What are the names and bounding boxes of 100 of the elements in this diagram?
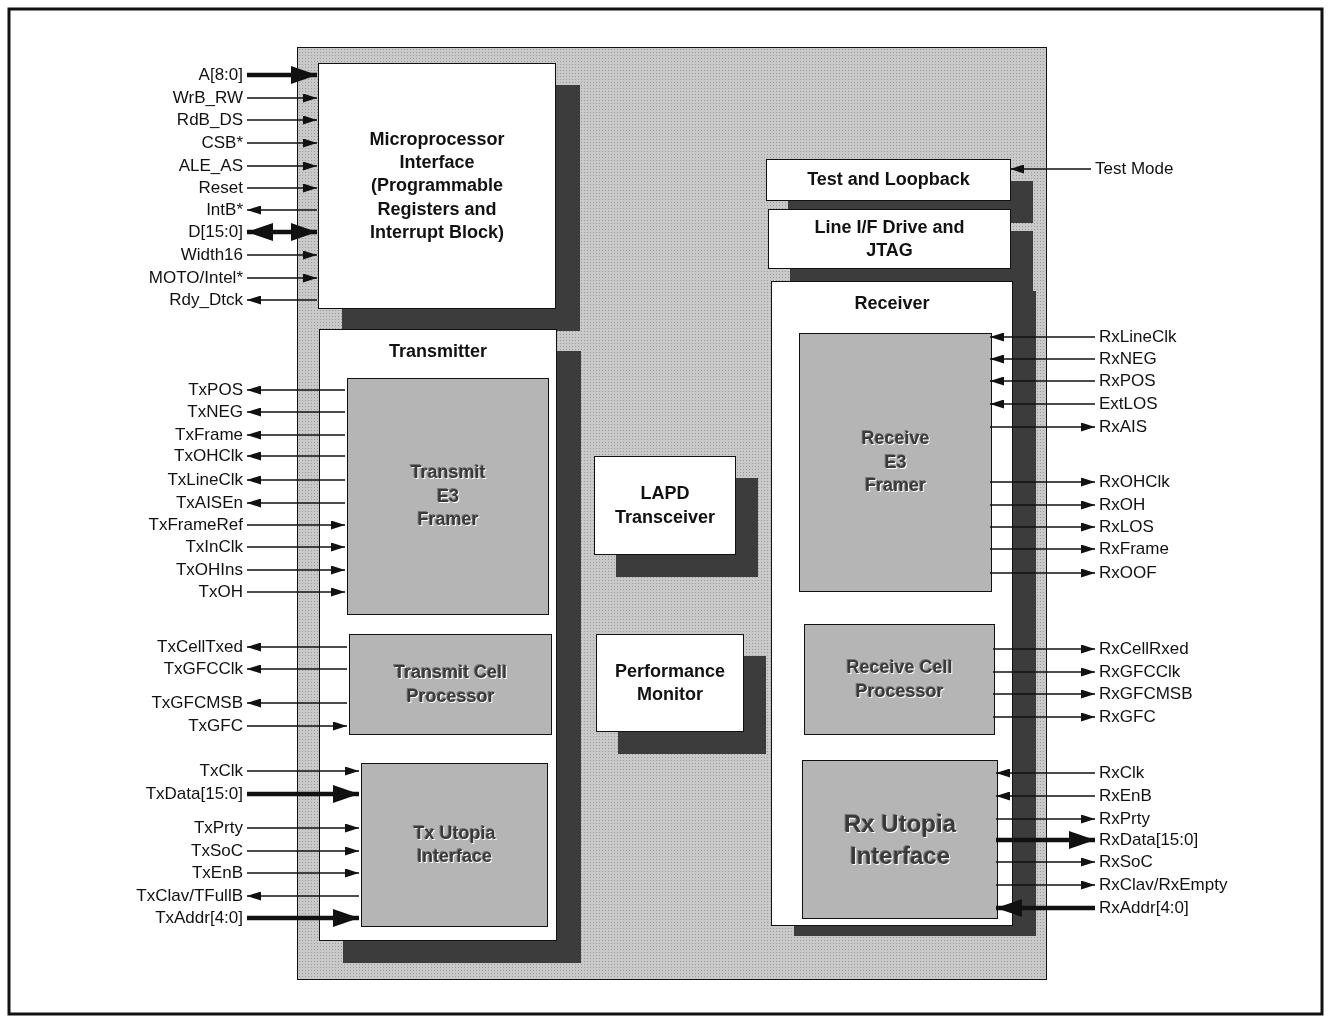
signal-label: RxAddr[4:0] [1099, 898, 1189, 918]
signal-arrow [246, 273, 318, 283]
signal-label: RxPOS [1099, 371, 1156, 391]
signal-label: TxCellTxed [157, 637, 243, 657]
signal-arrow [246, 520, 346, 530]
signal-arrow [246, 93, 318, 103]
signal-arrow [989, 354, 1096, 364]
signal-label: MOTO/Intel* [148, 268, 243, 288]
block-label: Tx Utopia Interface [412, 821, 497, 868]
signal-label: TxPOS [188, 380, 243, 400]
signal-label: TxOHClk [174, 446, 243, 466]
signal-label: WrB_RW [172, 88, 243, 108]
signal-label: RxOH [1099, 495, 1146, 515]
signal-label: TxNEG [187, 402, 243, 422]
signal-label: RxPrty [1099, 809, 1150, 829]
signal-arrow [246, 385, 346, 395]
signal-arrow [246, 183, 318, 193]
block-label: LAPD Transceiver [613, 482, 717, 529]
signal-label: TxGFC [188, 716, 243, 736]
signal-label: ALE_AS [178, 156, 243, 176]
signal-arrow [1009, 164, 1092, 174]
signal-arrow [247, 66, 317, 84]
signal-label: RxClk [1099, 763, 1145, 783]
signal-arrow [989, 422, 1096, 432]
signal-label: TxGFCMSB [151, 693, 243, 713]
signal-label: TxLineClk [167, 470, 243, 490]
block-label: Microprocessor Interface (Programmable Registers and Interrupt Block) [368, 127, 506, 245]
signal-arrow [246, 587, 346, 597]
signal-arrow [246, 664, 348, 674]
function-block [802, 760, 998, 919]
signal-label: RxSoC [1099, 852, 1153, 872]
signal-arrow [992, 644, 1096, 654]
signal-label: TxAISEn [175, 493, 243, 513]
signal-arrow [995, 814, 1096, 824]
signal-label: RxOOF [1099, 563, 1157, 583]
signal-arrow [995, 791, 1096, 801]
signal-arrow [989, 544, 1096, 554]
signal-arrow [989, 568, 1096, 578]
signal-arrow [247, 909, 359, 927]
signal-arrow [989, 399, 1096, 409]
signal-label: TxData[15:0] [145, 784, 243, 804]
signal-label: RxLineClk [1099, 327, 1177, 347]
function-block [347, 378, 549, 615]
block-label: Test and Loopback [806, 168, 971, 192]
signal-label: TxFrame [175, 425, 243, 445]
signal-label: TxEnB [191, 863, 243, 883]
chip-block [297, 47, 1047, 980]
signal-label: TxClav/TFullB [136, 886, 243, 906]
function-block [361, 763, 548, 927]
signal-arrow [247, 223, 317, 241]
signal-label: TxClk [199, 761, 243, 781]
signal-arrow [995, 768, 1096, 778]
signal-arrow [246, 642, 348, 652]
signal-arrow [246, 542, 346, 552]
signal-label: D[15:0] [188, 222, 243, 242]
signal-arrow [995, 880, 1096, 890]
signal-arrow [246, 115, 318, 125]
signal-arrow [246, 161, 318, 171]
signal-label: TxFrameRef [148, 515, 243, 535]
signal-arrow [246, 565, 346, 575]
signal-arrow [989, 376, 1096, 386]
signal-arrow [246, 868, 360, 878]
signal-arrow [246, 205, 318, 215]
signal-label: Test Mode [1095, 159, 1174, 179]
signal-arrow [246, 451, 346, 461]
block-label: Rx Utopia Interface [843, 809, 958, 871]
signal-arrow [989, 332, 1096, 342]
signal-arrow [246, 846, 360, 856]
signal-label: Reset [198, 178, 243, 198]
signal-arrow [989, 522, 1096, 532]
signal-label: RxOHClk [1099, 472, 1170, 492]
signal-label: TxInClk [185, 537, 243, 557]
signal-label: RxEnB [1099, 786, 1152, 806]
signal-arrow [992, 712, 1096, 722]
function-block [804, 624, 995, 735]
signal-label: TxAddr[4:0] [155, 908, 243, 928]
signal-label: RxFrame [1099, 539, 1169, 559]
signal-arrow [995, 857, 1096, 867]
signal-arrow [246, 891, 360, 901]
signal-label: RxClav/RxEmpty [1099, 875, 1228, 895]
signal-label: TxGFCClk [163, 659, 243, 679]
block-label: Transmitter [387, 340, 488, 363]
block-label: Receive E3 Framer [860, 427, 931, 498]
signal-arrow [246, 698, 348, 708]
signal-label: TxSoC [191, 841, 243, 861]
signal-label: Width16 [180, 245, 243, 265]
signal-arrow [246, 475, 346, 485]
signal-arrow [246, 295, 318, 305]
block-label: Transmit Cell Processor [392, 661, 508, 708]
signal-arrow [992, 667, 1096, 677]
signal-label: RxGFCClk [1099, 662, 1181, 682]
signal-label: IntB* [206, 200, 243, 220]
block-label: Transmit E3 Framer [410, 461, 486, 532]
signal-arrow [992, 689, 1096, 699]
signal-label: CSB* [201, 133, 243, 153]
signal-label: Rdy_Dtck [169, 290, 243, 310]
block-label: Receive Cell Processor [845, 656, 954, 703]
signal-arrow [246, 766, 360, 776]
signal-arrow [989, 477, 1096, 487]
signal-label: RxGFC [1099, 707, 1156, 727]
